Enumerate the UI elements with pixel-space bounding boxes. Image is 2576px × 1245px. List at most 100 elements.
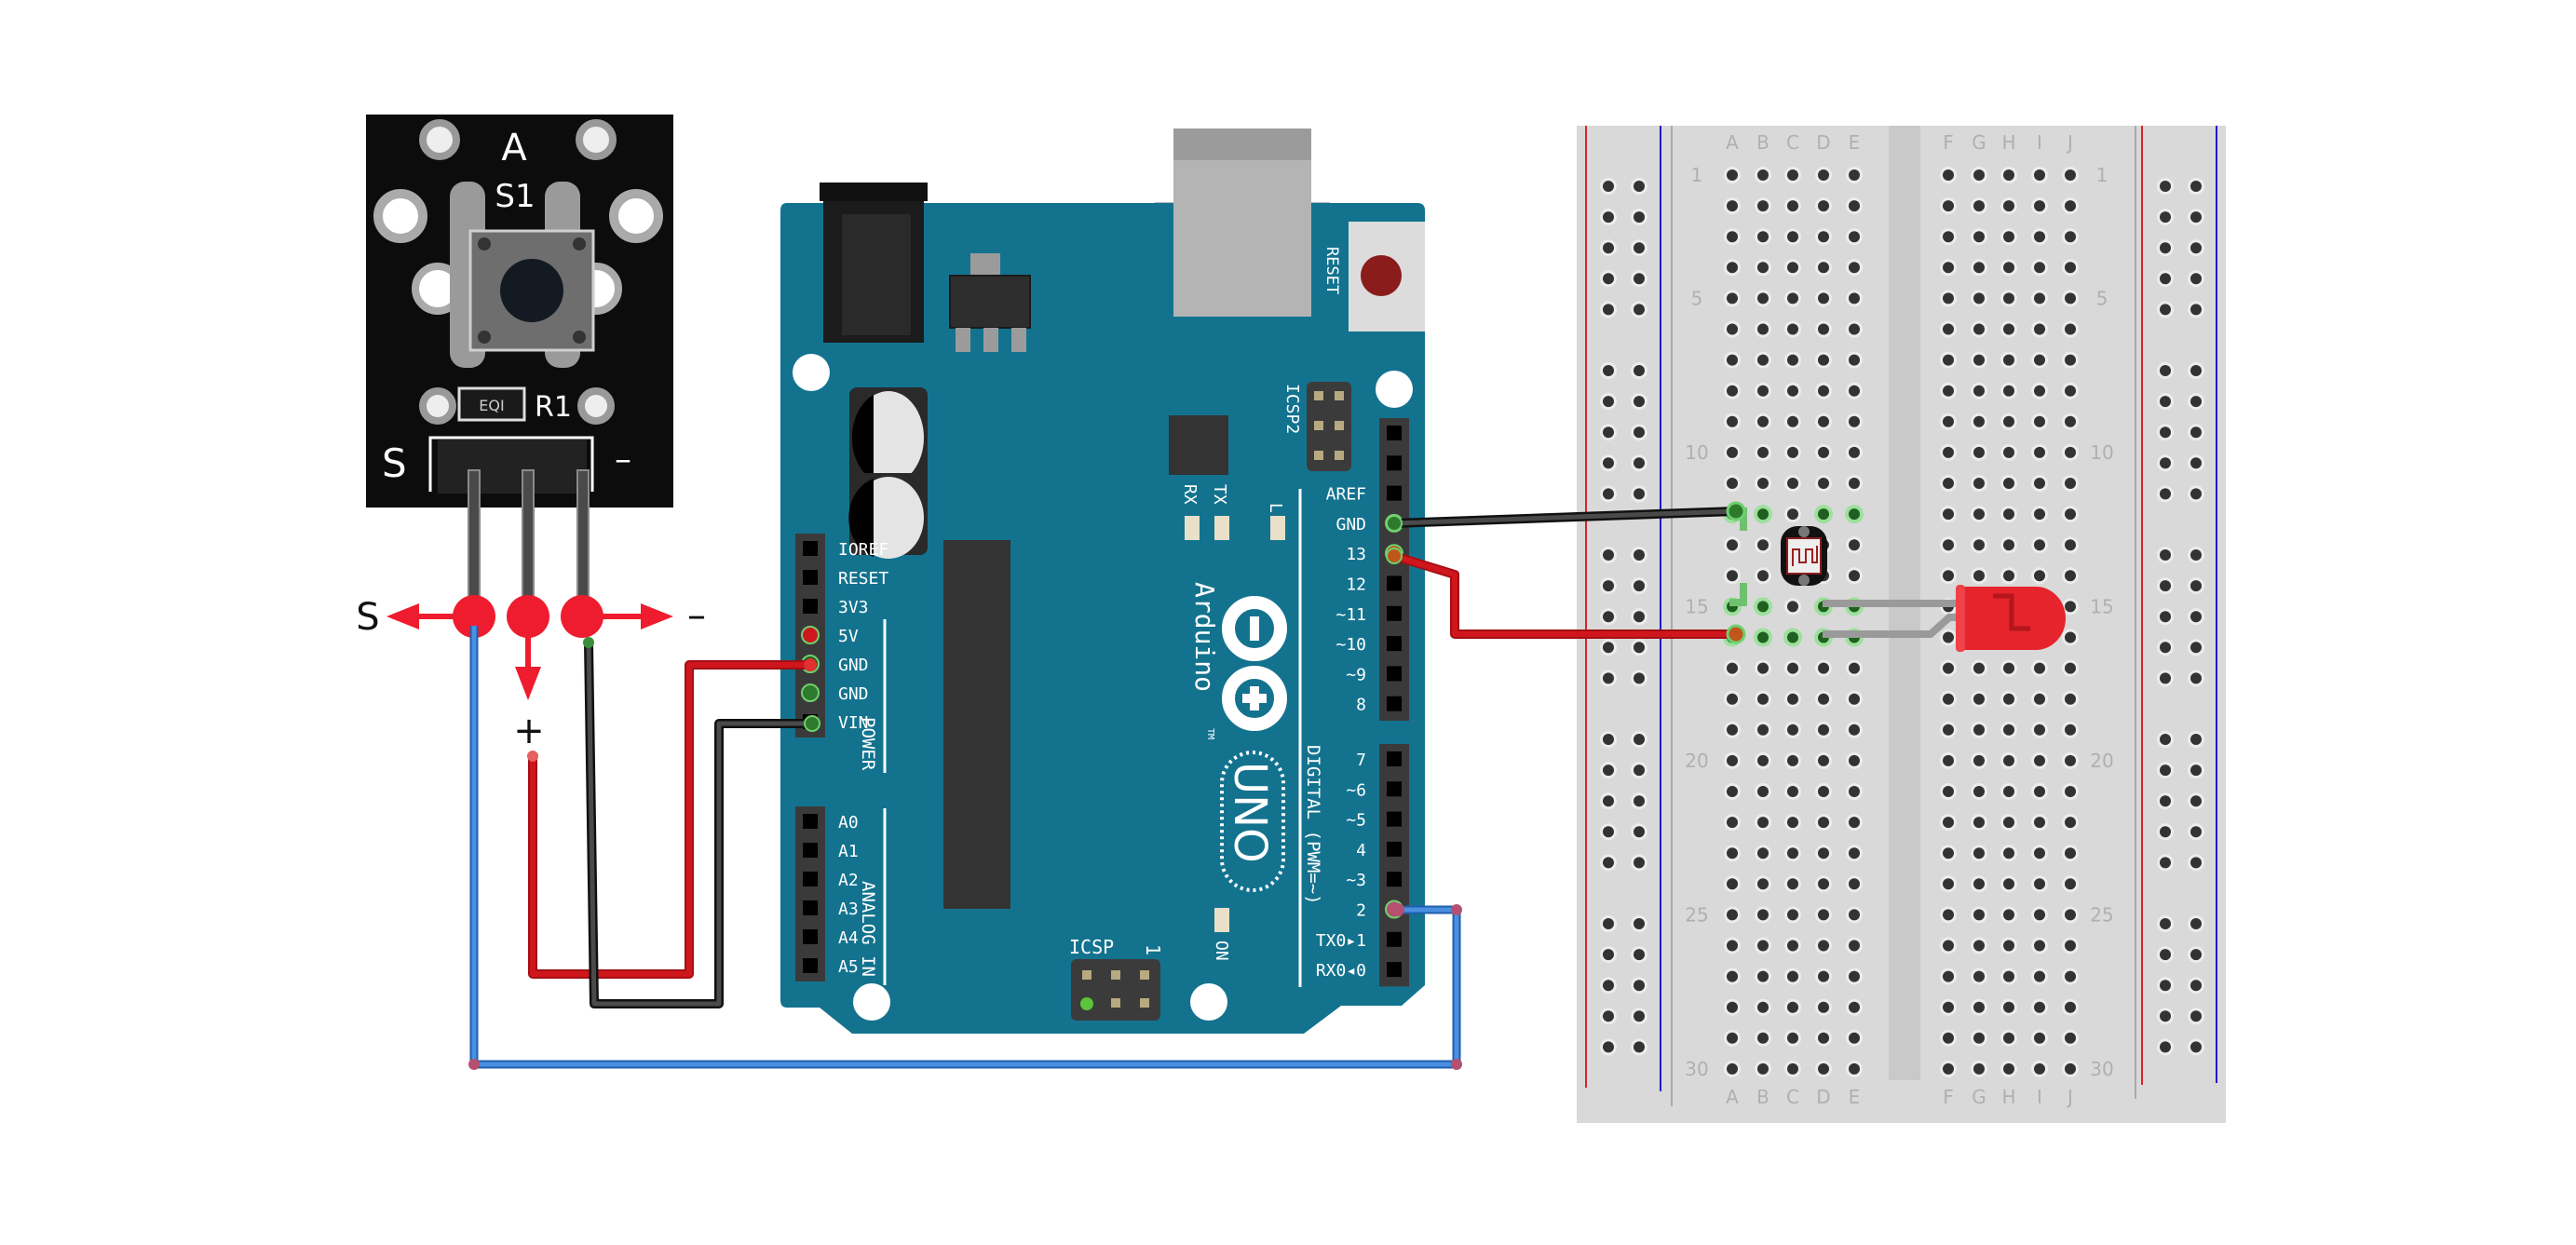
breadboard-hole[interactable] <box>1727 847 1738 859</box>
rail-hole[interactable] <box>1603 426 1614 439</box>
breadboard-hole[interactable] <box>1849 940 1860 952</box>
breadboard-hole[interactable] <box>1818 693 1829 705</box>
rail-hole[interactable] <box>2190 734 2202 745</box>
rail-hole[interactable] <box>2190 857 2202 869</box>
breadboard-hole[interactable] <box>1757 415 1769 427</box>
breadboard-hole[interactable] <box>2065 323 2076 335</box>
rail-hole[interactable] <box>1634 181 1645 192</box>
breadboard-hole[interactable] <box>1727 1001 1738 1013</box>
breadboard-hole[interactable] <box>1757 940 1769 952</box>
breadboard-hole[interactable] <box>1973 693 1985 705</box>
rail-hole[interactable] <box>1603 211 1614 223</box>
rail-hole[interactable] <box>1603 857 1614 869</box>
breadboard-hole[interactable] <box>2003 1001 2014 1013</box>
header-pin[interactable] <box>1387 605 1402 621</box>
breadboard-hole[interactable] <box>1849 754 1860 766</box>
breadboard-hole[interactable] <box>1973 662 1985 674</box>
switch-button-cap[interactable] <box>500 259 563 322</box>
rail-hole[interactable] <box>1634 396 1645 408</box>
breadboard-hole[interactable] <box>2065 693 2076 705</box>
breadboard-hole[interactable] <box>2065 169 2076 181</box>
breadboard-hole[interactable] <box>1973 385 1985 397</box>
breadboard-hole[interactable] <box>1727 385 1738 397</box>
rail-hole[interactable] <box>2190 949 2202 961</box>
breadboard-hole[interactable] <box>1943 323 1954 335</box>
breadboard-hole[interactable] <box>2034 415 2045 427</box>
breadboard-hole[interactable] <box>1849 354 1860 366</box>
breadboard-hole[interactable] <box>1787 724 1798 736</box>
breadboard-hole[interactable] <box>2003 847 2014 859</box>
breadboard-hole[interactable] <box>1943 415 1954 427</box>
rail-hole[interactable] <box>2190 549 2202 561</box>
breadboard-hole[interactable] <box>1973 323 1985 335</box>
rail-hole[interactable] <box>1634 949 1645 961</box>
breadboard-hole[interactable] <box>2065 231 2076 243</box>
rail-hole[interactable] <box>2190 611 2202 623</box>
breadboard-hole[interactable] <box>2003 292 2014 304</box>
header-pin[interactable] <box>1387 666 1402 682</box>
breadboard-hole[interactable] <box>1757 693 1769 705</box>
breadboard-hole[interactable] <box>2034 724 2045 736</box>
breadboard-hole[interactable] <box>1973 909 1985 921</box>
breadboard-hole[interactable] <box>2065 385 2076 397</box>
breadboard-hole[interactable] <box>1757 786 1769 797</box>
breadboard-hole[interactable] <box>1787 878 1798 890</box>
rail-hole[interactable] <box>1603 795 1614 807</box>
breadboard-hole[interactable] <box>1787 1001 1798 1013</box>
rail-hole[interactable] <box>2160 181 2171 192</box>
breadboard-hole[interactable] <box>2034 1062 2045 1075</box>
rail-hole[interactable] <box>1634 304 1645 316</box>
breadboard-hole[interactable] <box>2065 570 2076 582</box>
rail-hole[interactable] <box>2160 857 2171 869</box>
breadboard-hole[interactable] <box>1787 478 1798 489</box>
rail-hole[interactable] <box>2160 980 2171 992</box>
breadboard-hole[interactable] <box>1943 262 1954 274</box>
breadboard-hole[interactable] <box>2034 786 2045 797</box>
breadboard-hole[interactable] <box>1943 1062 1954 1075</box>
breadboard-hole[interactable] <box>2034 292 2045 304</box>
rail-hole[interactable] <box>1634 857 1645 869</box>
header-pin[interactable] <box>803 814 818 829</box>
breadboard-hole[interactable] <box>1818 508 1829 521</box>
breadboard-hole[interactable] <box>1727 1062 1738 1075</box>
breadboard-hole[interactable] <box>1727 878 1738 890</box>
rail-hole[interactable] <box>1603 396 1614 408</box>
breadboard-hole[interactable] <box>2034 323 2045 335</box>
breadboard-hole[interactable] <box>1787 662 1798 674</box>
breadboard-hole[interactable] <box>2003 754 2014 766</box>
breadboard-hole[interactable] <box>2034 878 2045 890</box>
rail-hole[interactable] <box>1634 642 1645 654</box>
rail-hole[interactable] <box>1634 980 1645 992</box>
header-pin-connected[interactable] <box>801 626 820 644</box>
breadboard-hole[interactable] <box>2003 478 2014 489</box>
breadboard-hole[interactable] <box>2065 508 2076 521</box>
breadboard-hole[interactable] <box>1973 539 1985 551</box>
red-led[interactable] <box>1823 585 2066 652</box>
header-pin[interactable] <box>803 599 818 614</box>
breadboard-hole[interactable] <box>1849 878 1860 890</box>
breadboard-hole[interactable] <box>1849 508 1860 521</box>
rail-hole[interactable] <box>1603 1041 1614 1053</box>
rail-hole[interactable] <box>1603 949 1614 961</box>
photoresistor[interactable] <box>1729 507 1827 606</box>
header-pin[interactable] <box>1387 575 1402 591</box>
rail-hole[interactable] <box>1603 611 1614 623</box>
breadboard-hole[interactable] <box>2003 323 2014 335</box>
breadboard-hole[interactable] <box>2003 662 2014 674</box>
rail-hole[interactable] <box>1603 242 1614 254</box>
breadboard-hole[interactable] <box>1787 631 1798 643</box>
breadboard-hole[interactable] <box>1849 970 1860 982</box>
breadboard-hole[interactable] <box>1757 323 1769 335</box>
breadboard-hole[interactable] <box>1943 847 1954 859</box>
breadboard-hole[interactable] <box>1787 262 1798 274</box>
breadboard-hole[interactable] <box>1787 354 1798 366</box>
breadboard-hole[interactable] <box>1757 878 1769 890</box>
header-pin[interactable] <box>1387 962 1402 978</box>
breadboard-hole[interactable] <box>1849 539 1860 551</box>
breadboard-hole[interactable] <box>1943 724 1954 736</box>
rail-hole[interactable] <box>2160 672 2171 684</box>
breadboard-hole[interactable] <box>2065 262 2076 274</box>
breadboard-hole[interactable] <box>1757 1001 1769 1013</box>
breadboard-hole[interactable] <box>2003 1032 2014 1044</box>
breadboard-hole[interactable] <box>1849 231 1860 243</box>
